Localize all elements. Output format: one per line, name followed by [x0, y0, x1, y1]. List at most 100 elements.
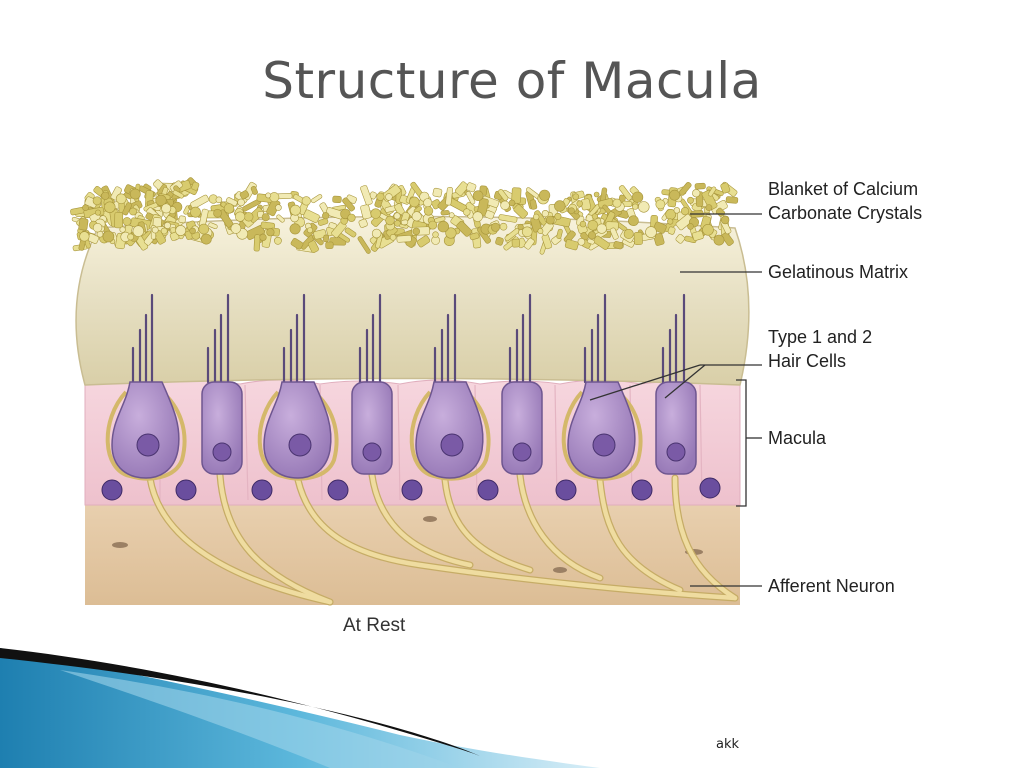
crystal [692, 230, 704, 241]
crystal-granule [122, 217, 132, 226]
crystal [456, 220, 473, 237]
crystal [675, 213, 694, 231]
crystal-granule [102, 230, 115, 243]
crystal-granule [92, 196, 102, 206]
crystal-granule [490, 222, 500, 232]
crystal [708, 186, 717, 197]
crystal [484, 210, 495, 220]
crystal [466, 182, 477, 193]
crystal-granule [541, 210, 549, 218]
crystal-granule [273, 236, 282, 245]
crystal [469, 232, 480, 241]
label-hair-cells-line2: Hair Cells [768, 351, 846, 371]
crystal-granule [132, 225, 145, 237]
crystal [342, 197, 355, 212]
crystal [332, 195, 342, 204]
crystal-granule [517, 223, 524, 231]
crystal [253, 234, 261, 252]
crystal [178, 215, 186, 224]
crystal-granule [428, 220, 438, 230]
decorative-swoosh [0, 648, 600, 768]
type-1-hair-cells [111, 381, 636, 479]
crystal-granule [151, 226, 159, 234]
crystal-granule [230, 223, 242, 234]
crystal-granule [591, 213, 599, 220]
crystal-granule [322, 212, 330, 220]
crystal [325, 241, 334, 249]
crystal-granule [472, 190, 484, 201]
crystal-granule [673, 207, 680, 214]
crystal-granule [161, 203, 172, 214]
crystal [358, 218, 368, 228]
crystal [495, 236, 504, 246]
crystal [310, 194, 323, 204]
crystal-granule [720, 215, 730, 225]
crystal [208, 222, 218, 230]
crystal-granule [437, 220, 449, 233]
crystal-granule [680, 207, 690, 216]
crystal-granule [289, 223, 301, 235]
crystal-granule [92, 223, 103, 233]
crystal-granule [101, 191, 110, 200]
crystal [593, 235, 610, 250]
crystal [191, 181, 200, 191]
crystal-granule [423, 206, 434, 216]
slide-title: Structure of Macula [262, 52, 762, 110]
crystal [675, 234, 686, 244]
crystal-granule [275, 204, 282, 211]
crystal-granule [655, 199, 666, 210]
crystal-granule [554, 212, 562, 220]
crystal-granule [306, 227, 313, 234]
crystal-granule [500, 200, 510, 211]
crystal [78, 218, 89, 231]
crystal-granule [265, 192, 272, 199]
crystal [290, 237, 304, 250]
crystal [114, 212, 124, 229]
crystal-granule [244, 212, 254, 222]
crystal [260, 221, 276, 230]
crystal-granule [129, 188, 141, 200]
crystal [360, 204, 372, 220]
crystal [307, 240, 319, 253]
crystal [609, 227, 619, 240]
crystal-granule [370, 208, 381, 219]
crystal-granule [385, 215, 395, 226]
crystal-granule [155, 194, 167, 206]
crystal [511, 187, 522, 204]
crystal [190, 194, 210, 209]
crystal-granule [160, 227, 168, 235]
crystal-granule [371, 228, 382, 239]
crystal [701, 190, 718, 211]
crystal-granule [423, 198, 433, 208]
crystal-granule [376, 192, 385, 201]
crystal [523, 237, 535, 250]
crystal-granule [389, 234, 397, 241]
crystal-granule [508, 199, 516, 207]
crystal-granule [261, 213, 270, 222]
nerve-calyces [105, 390, 643, 481]
crystal-granule [631, 191, 644, 203]
crystal-granule [266, 228, 275, 237]
crystal [633, 231, 643, 245]
label-gelatinous-matrix: Gelatinous Matrix [768, 262, 908, 282]
crystal-granule [596, 223, 607, 234]
crystal-granule [713, 234, 725, 246]
crystal [323, 234, 330, 243]
crystal-granule [554, 200, 566, 212]
crystal-granule [545, 215, 555, 225]
crystal-granule [572, 193, 580, 200]
crystal-granule [408, 196, 420, 208]
crystal-granule [705, 204, 713, 211]
supporting-cell-nuclei [101, 477, 721, 501]
label-macula: Macula [768, 428, 827, 448]
crystal-granule [385, 193, 393, 201]
crystal-granule [645, 226, 657, 238]
crystal [694, 182, 706, 190]
crystal-granule [472, 211, 483, 222]
crystal-granule [119, 226, 126, 233]
crystal-granule [104, 201, 116, 213]
crystal [454, 181, 469, 196]
crystal-granule [223, 203, 235, 214]
crystal-granule [175, 225, 187, 236]
crystal-granule [499, 222, 508, 231]
